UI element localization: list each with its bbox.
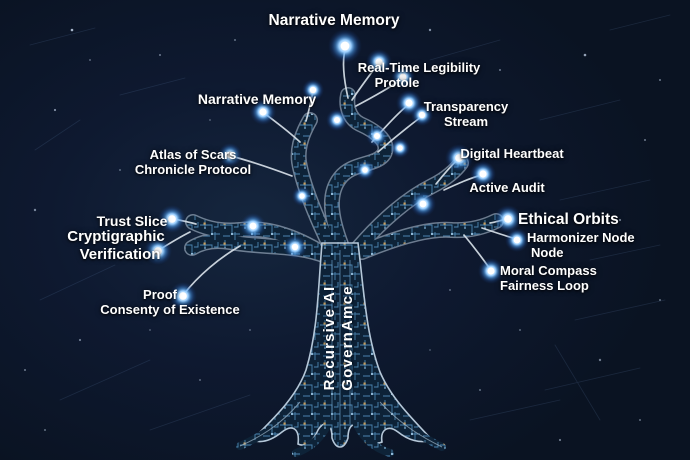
node-transparency-2 (411, 104, 433, 126)
label-real-time-legibility: Real-Time Legibility Protole (357, 60, 481, 91)
node-branch-embedded (240, 109, 436, 259)
label-moral-compass-fairness: Moral Compass Fairness Loop (500, 263, 597, 294)
label-ethical-orbits: Ethical Orbits (518, 211, 619, 228)
trunk-title-line1: Recursive AI (321, 285, 338, 391)
node-trust-slice (158, 205, 186, 233)
node-narrative-memory-top (328, 29, 362, 63)
node-upper-left-twig (302, 79, 324, 101)
label-digital-heartbeat: Digital Heartbeat (460, 146, 564, 161)
label-cryptigraphic-verification: Cryptigraphic Verification (67, 228, 165, 263)
node-real-time-legibility (366, 49, 392, 75)
trunk-title: Recursive AI GovernAmce (321, 285, 357, 390)
node-proof (169, 282, 197, 310)
star-field (24, 14, 671, 442)
label-active-audit: Active Audit (469, 180, 545, 195)
label-consenty-of-existence: Consenty of Existence (100, 302, 240, 317)
label-proof: Proof (143, 287, 177, 302)
root-edges (239, 401, 443, 448)
trunk-title-line2: GovernAmce (339, 285, 356, 391)
label-transparency-stream: Transparency Stream (423, 99, 509, 130)
label-narrative-memory-top: Narrative Memory (268, 12, 400, 29)
node-digital-heartbeat (445, 144, 473, 172)
glow-nodes (144, 29, 529, 310)
trunk-center-trace (331, 250, 351, 440)
node-verification (144, 237, 172, 265)
node-narrative-memory-left (250, 99, 276, 125)
node-moral-compass (478, 258, 504, 284)
node-active-audit (470, 161, 496, 187)
node-ethical-orbits (494, 205, 522, 233)
tree-trunk (236, 242, 446, 457)
node-atlas-of-scars (218, 143, 242, 167)
label-narrative-memory-left: Narrative Memory (197, 91, 317, 107)
label-atlas-of-scars: Atlas of Scars Chronicle Protocol (134, 147, 252, 178)
node-protole (391, 65, 415, 89)
label-trust-slice: Trust Slice (96, 213, 168, 229)
node-harmonizer (505, 228, 529, 252)
label-harmonizer-node: Harmonizer Node Node (527, 230, 635, 261)
